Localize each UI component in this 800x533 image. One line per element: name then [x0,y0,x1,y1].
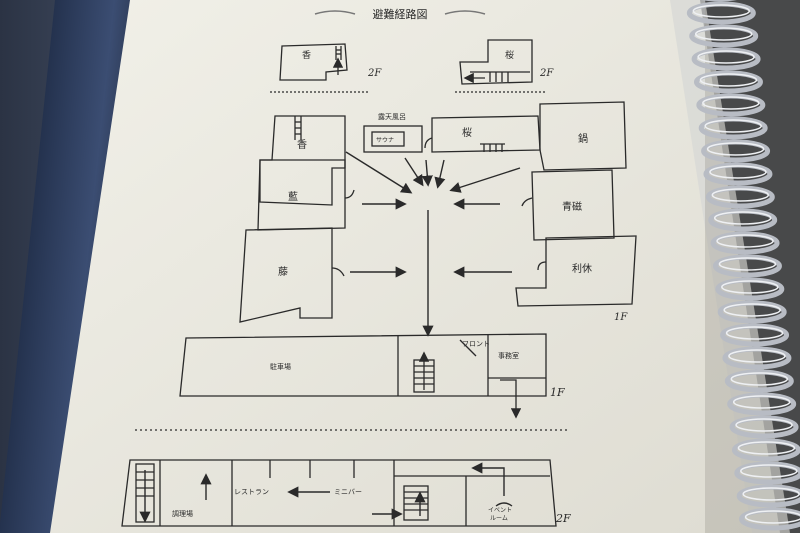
binder-ring-highlight [737,441,796,455]
paper-sheet [50,0,780,533]
binder-ring [727,392,797,416]
room-sauna: サウナ [376,136,394,144]
binder-ring-highlight [713,211,772,225]
binder-ring [739,507,800,531]
binder-ring-highlight [732,395,791,409]
binder-ring [703,162,773,186]
binder-ring-highlight [697,50,755,64]
binder-ring-highlight [706,142,765,156]
binder-ring [696,93,766,117]
floor-label-2f-left: 2F [367,68,382,79]
binder-ring-highlight [742,487,800,501]
room-roten-buro: 露天風呂 [378,113,406,121]
binder-ring-highlight [711,188,770,202]
binder-ring [717,300,787,324]
plan-1f-lobby [135,333,570,431]
room-minibar: ミニバー [334,488,362,496]
evacuation-arrows-2f [139,462,513,523]
binder-ring-highlight [716,234,774,248]
binder-ring [734,461,800,485]
floor-label-2f-right: 2F [539,68,554,79]
floor-label-1f-lobby: 1F [550,386,565,399]
title-ornament-right [444,10,486,15]
plan-2f-top-right [455,39,545,93]
room-kou-small: 香 [302,50,311,61]
binder-ring-highlight [699,73,758,87]
binder-ring [729,415,799,439]
room-kou: 香 [297,139,307,151]
binder-ring [686,1,756,25]
room-sakura-small: 桜 [505,49,514,61]
title-ornament-left [314,10,356,15]
binder-ring-highlight [735,418,793,432]
room-ai: 藍 [288,190,298,203]
binder-ring [720,323,790,347]
plan-1f-guest-rooms [239,101,637,323]
room-sakura: 桜 [462,126,472,139]
binder-ring [710,231,780,255]
binder-ring [731,438,800,462]
map-title: 避難経路図 [373,7,428,21]
floor-label-2f-bottom: 2F [555,512,571,525]
room-nabe: 鍋 [578,132,588,145]
sleeve-strip [670,0,790,533]
ring-coil [686,0,800,531]
binder-ring [698,116,768,140]
binder-ring-highlight [704,119,762,133]
room-parking: 駐車場 [270,362,291,371]
binder-ring-highlight [744,510,800,524]
room-aoji: 青磁 [562,200,582,213]
binder-ring-highlight [692,4,751,18]
binder-ring [715,277,785,301]
binder-ring-highlight [725,326,784,340]
room-office: 事務室 [498,351,519,360]
room-fuji: 藤 [278,266,288,278]
binder-ring-highlight [730,372,789,386]
binder-ring [708,208,778,232]
binder-ring [693,70,763,94]
binder-ring-highlight [721,280,779,294]
binder-ring [724,369,794,393]
room-front: フロント [462,340,490,348]
binder-ring-highlight [740,464,798,478]
binder-ring [722,346,792,370]
binder-ring-highlight [723,303,781,317]
binder-ring [691,47,761,71]
binder-ring-highlight [728,349,786,363]
title-group: 避難経路図 [314,7,486,21]
binder-ring [701,139,771,163]
room-restaurant: レストラン [234,488,269,496]
room-kitchen: 調理場 [172,509,193,518]
plan-2f-top-left [270,43,370,93]
binder-ring-highlight [702,96,760,110]
binder-ring-highlight [694,27,753,41]
binder-ring-highlight [709,165,767,179]
floor-label-1f-rooms: 1F [614,312,628,323]
binder-ring [689,24,759,48]
room-event-2: ルーム [490,515,508,522]
binder-ring [736,484,800,508]
room-rikyu: 利休 [572,263,592,275]
binder-ring-highlight [718,257,777,271]
binder-ring [705,185,775,209]
room-event-1: イベント [488,507,512,514]
evacuation-arrows-1f [345,151,521,337]
binder-ring [712,254,782,278]
